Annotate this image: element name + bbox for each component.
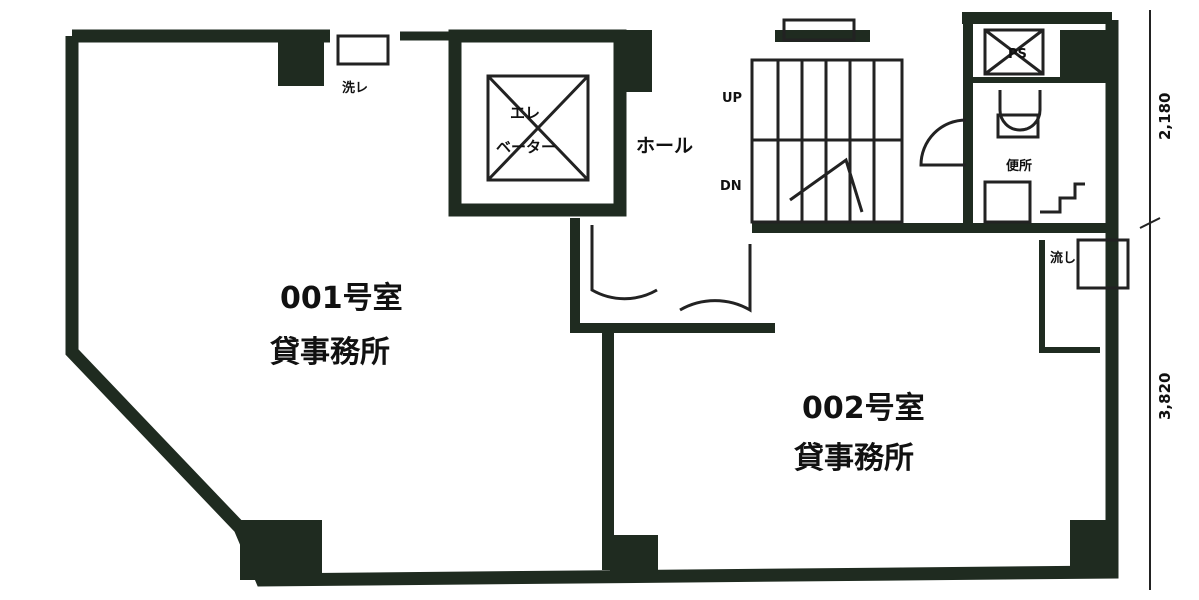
dimension-line [1139, 10, 1161, 590]
right-service-wall [1039, 240, 1100, 353]
column-blocks [240, 30, 1114, 580]
stairs-up-label: UP [722, 91, 742, 106]
stair-treads [750, 58, 904, 224]
hall-label: ホール [636, 135, 693, 157]
elevator-label-line1: エレ [510, 104, 540, 122]
elevator-label-line2: ベーター [496, 138, 556, 156]
outer-wall [65, 20, 1119, 587]
toilet-fixtures [336, 18, 1130, 290]
toilet-label: 便所 [1006, 158, 1032, 174]
door-swings [590, 118, 967, 313]
room-001-number: 001号室 [280, 281, 403, 316]
dimension-upper: 2,180 [1156, 93, 1174, 140]
elevator-wall [448, 29, 627, 217]
room-001-use: 貸事務所 [270, 335, 390, 370]
ps-label: PS [1008, 47, 1027, 62]
elevator-cross [486, 74, 590, 182]
room-002-use: 貸事務所 [794, 441, 914, 476]
room-002-number: 002号室 [802, 391, 925, 426]
walls [65, 12, 1119, 587]
wc-right-label: 流し [1050, 250, 1076, 266]
wc-top-label: 洗レ [342, 80, 368, 96]
dimension-lower: 3,820 [1156, 373, 1174, 420]
stairs-down-label: DN [720, 179, 742, 194]
hall-lower-wall [570, 218, 775, 333]
